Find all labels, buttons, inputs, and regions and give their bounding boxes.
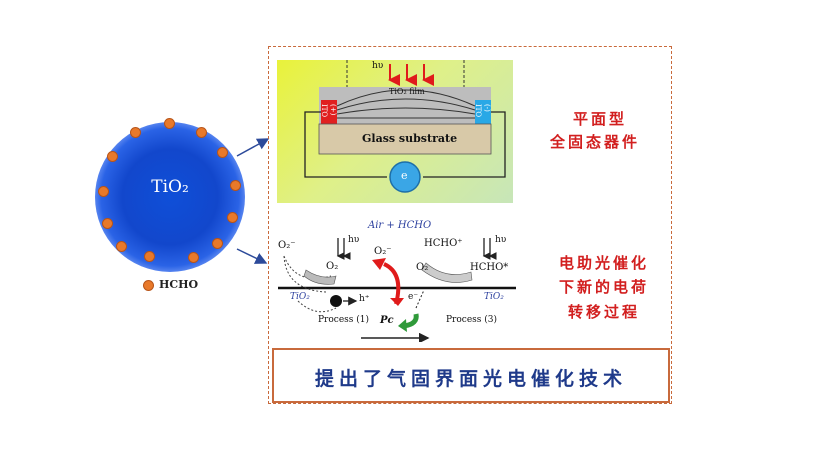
hcho-particle [164,118,175,129]
ito-right-label: ITO [474,104,482,118]
hcho-star-label: HCHO* [470,262,509,273]
ito-left-label: ITO [320,104,328,118]
process1-label: Process (1) [318,315,369,325]
hcho-particle [107,151,118,162]
conclusion-text: 提出了气固界面光电催化技术 [314,368,627,390]
legend-particle [143,280,154,291]
hv-right-label: hυ [495,235,507,245]
pc-label: Pc [380,315,394,326]
hcho-particle [196,127,207,138]
hcho-particle [144,251,155,262]
hcho-particle [217,147,228,158]
process-figure: Air + HCHO hυ hυ O₂⁻ O₂ O₂⁻ O₂ HCHO⁺ HCH… [276,218,516,342]
sphere-label: TiO₂ [151,177,189,197]
substrate-label: Glass substrate [362,132,458,145]
process3-label: Process (3) [446,315,497,325]
solid-state-device-title: 全固态器件 [549,133,640,151]
film-label: TiO₂ film [389,87,425,96]
hcho-particle [130,127,141,138]
process-title-line1: 电助光催化 [558,254,649,272]
hole-label: h⁺ [359,294,370,304]
electron-label: e⁻ [408,292,419,302]
hcho-particle [98,186,109,197]
hcho-plus-label: HCHO⁺ [424,238,463,249]
hcho-particle [188,252,199,263]
planar-device-title: 平面型 [572,110,627,128]
process-title-line2: 下新的电荷 [558,278,649,296]
conclusion-box [272,348,670,403]
o2-left-label: O₂ [326,261,339,272]
process-title-line3: 转移过程 [567,303,640,321]
hv-label: hυ [372,61,384,71]
hcho-particle [230,180,241,191]
o2-minus-left-label: O₂⁻ [278,240,296,251]
o2-mid-label: O₂ [416,262,429,273]
ito-left-sign: (+) [329,104,337,116]
hcho-particle [212,238,223,249]
tio2-right-label: TiO₂ [484,292,504,302]
air-hcho-label: Air + HCHO [368,220,432,231]
planar-device-figure: hυ TiO₂ film Glass substrate ITO (+) ITO… [277,60,513,203]
hcho-particle [227,212,238,223]
ito-right-sign: (-) [483,104,491,112]
tio2-left-label: TiO₂ [290,292,310,302]
o2-minus-mid-label: O₂⁻ [374,246,392,257]
legend-label: HCHO [159,278,199,291]
hcho-particle [116,241,127,252]
outer-frame [268,46,672,404]
ammeter-icon: e [401,169,408,182]
hcho-particle [102,218,113,229]
hv-left-label: hυ [348,235,360,245]
